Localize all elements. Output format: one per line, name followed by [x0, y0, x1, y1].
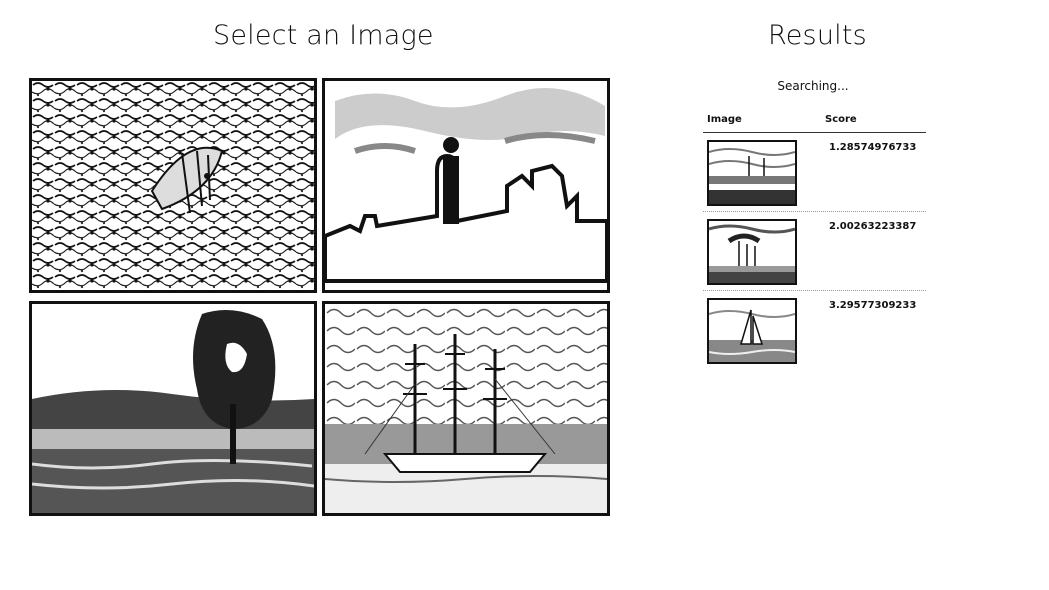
column-header-score: Score — [825, 114, 857, 125]
table-row[interactable]: 3.29577309233 — [703, 291, 926, 370]
gallery-title: Select an Image — [213, 20, 434, 51]
gallery-image-fish[interactable] — [29, 78, 317, 293]
result-score: 2.00263223387 — [829, 221, 917, 232]
result-thumbnail[interactable] — [707, 298, 797, 364]
table-row[interactable]: 2.00263223387 — [703, 212, 926, 291]
fish-image — [32, 81, 314, 290]
harbor-thumb — [709, 142, 795, 204]
person-on-rocks-image — [325, 81, 607, 290]
sailboat-thumb — [709, 300, 795, 362]
gallery-image-person-on-rocks[interactable] — [322, 78, 610, 293]
result-score: 3.29577309233 — [829, 300, 917, 311]
tall-ship-image — [325, 304, 607, 513]
result-score: 1.28574976733 — [829, 142, 917, 153]
result-thumbnail[interactable] — [707, 140, 797, 206]
result-thumbnail[interactable] — [707, 219, 797, 285]
column-header-image: Image — [707, 114, 742, 125]
gallery-image-tall-ship[interactable] — [322, 301, 610, 516]
search-status: Searching... — [777, 79, 849, 93]
table-row[interactable]: 1.28574976733 — [703, 133, 926, 212]
gallery-image-lake-tree[interactable] — [29, 301, 317, 516]
sailboats-thumb — [709, 221, 795, 283]
results-table-header: Image Score — [703, 112, 926, 133]
results-title: Results — [768, 20, 867, 51]
results-table: Image Score 1.28574976733 — [703, 112, 926, 370]
lake-tree-image — [32, 304, 314, 513]
